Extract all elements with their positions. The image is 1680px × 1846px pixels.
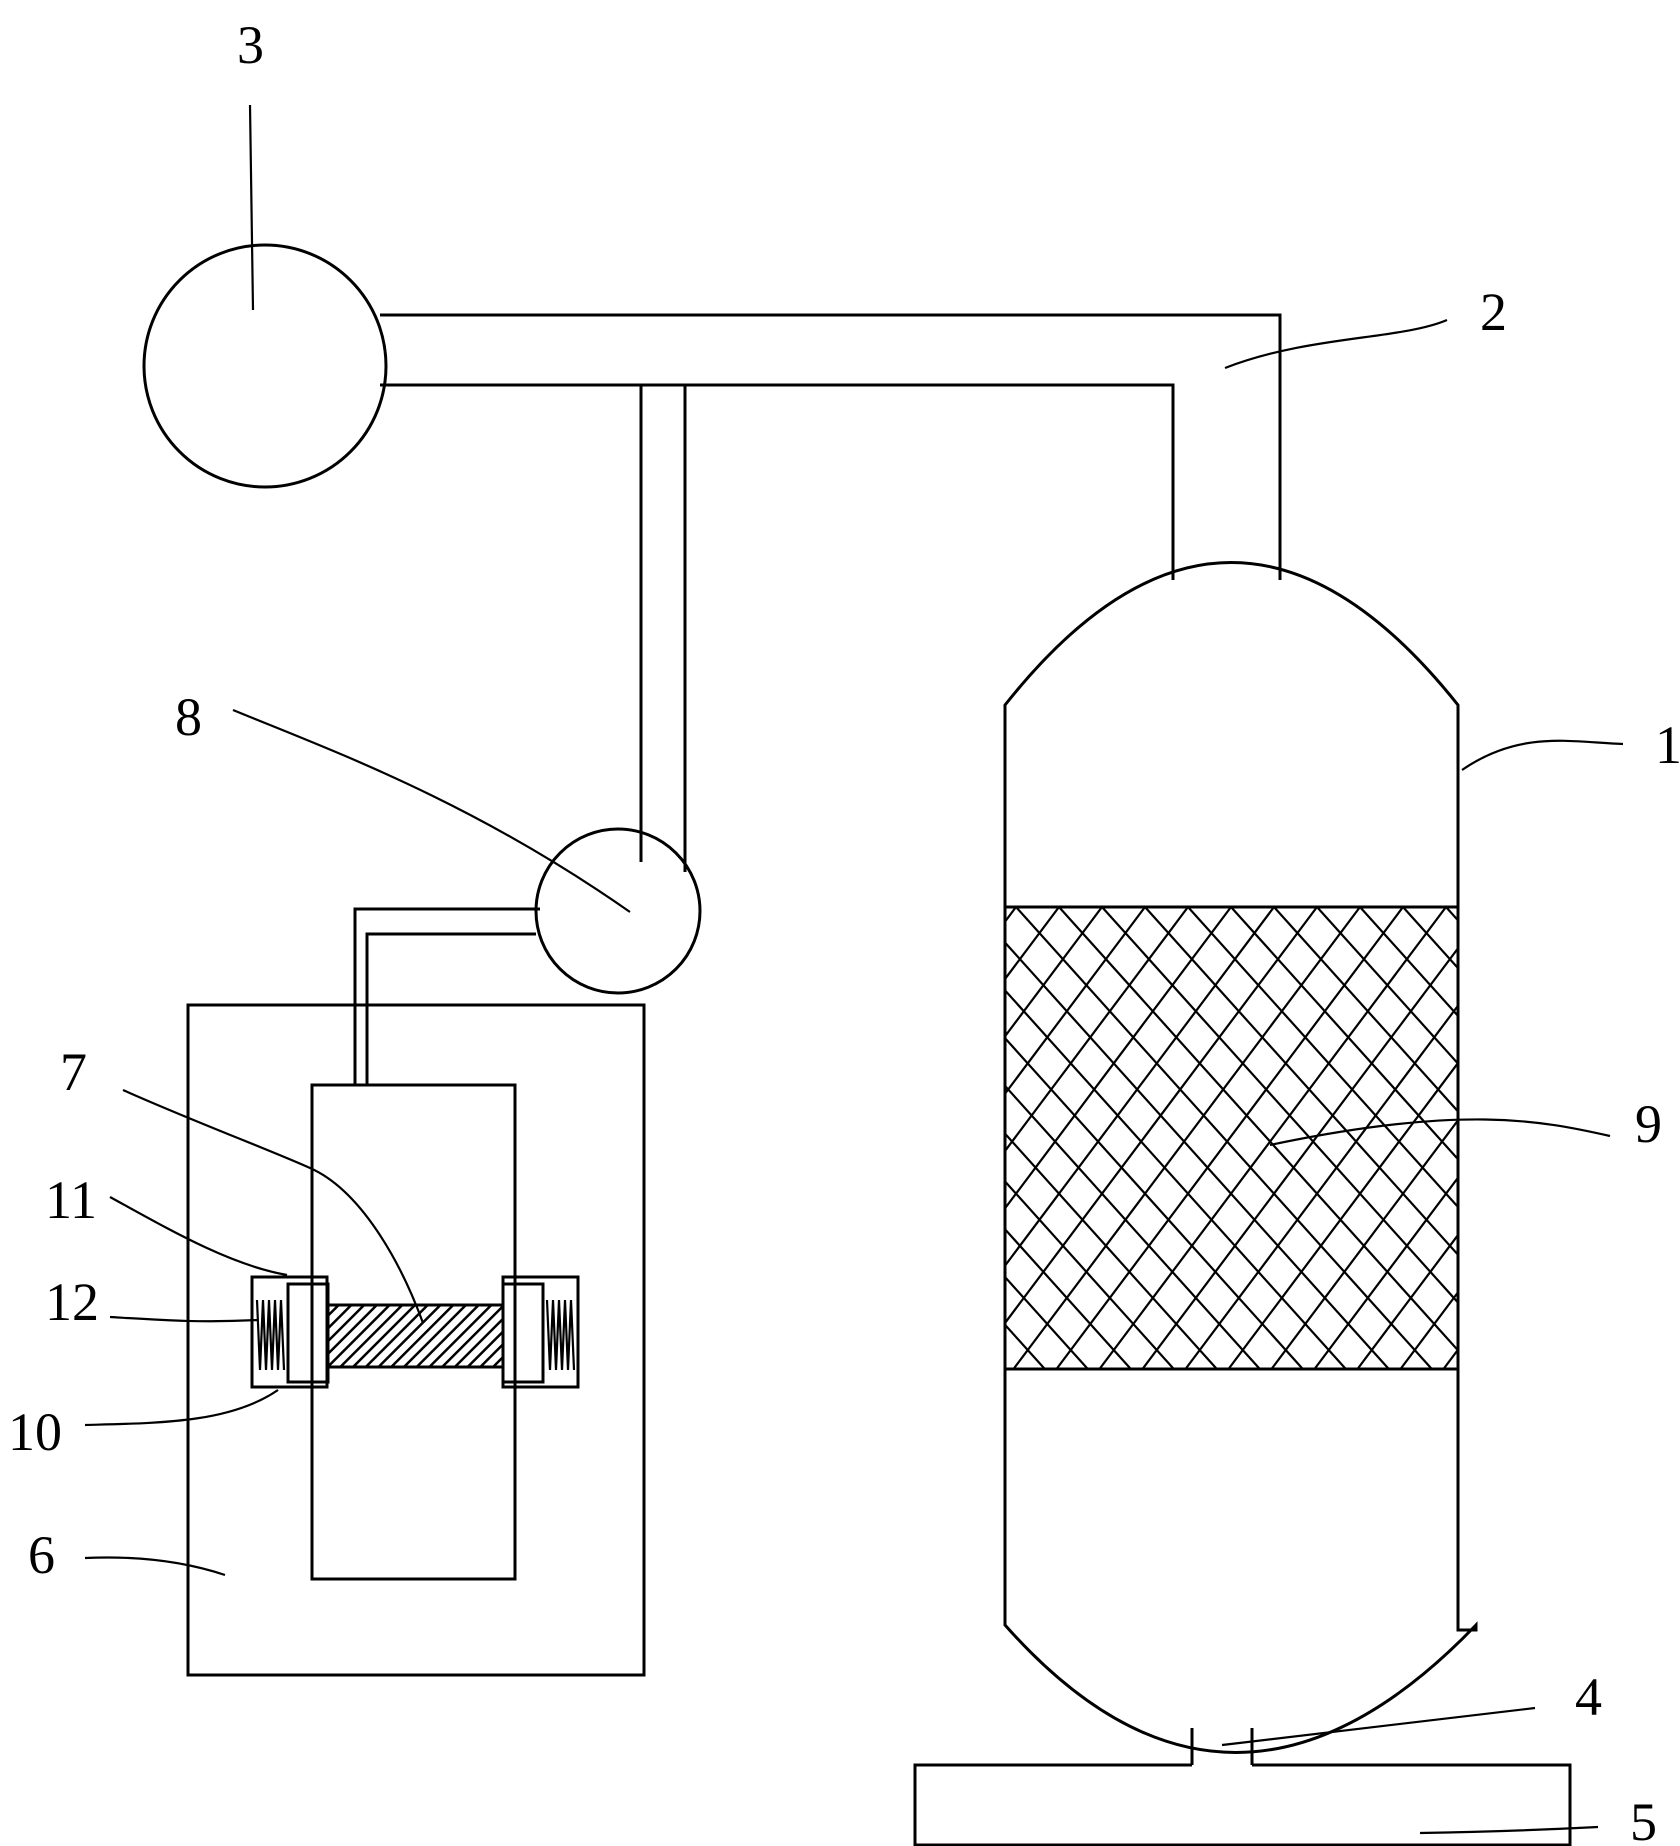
label-9: 9 <box>1635 1094 1662 1154</box>
leader-lines <box>84 104 1624 1835</box>
packing-line <box>1005 907 1060 981</box>
component-3-circle <box>142 243 388 489</box>
packing-line <box>541 907 888 1369</box>
packing-line <box>1141 946 1458 1369</box>
packing-line <box>584 907 931 1369</box>
packing-line <box>1184 1003 1458 1369</box>
small-pipe <box>353 907 540 1085</box>
packing-line <box>586 907 1002 1369</box>
label-10: 10 <box>8 1402 62 1462</box>
packing-line <box>1005 1323 1046 1369</box>
packing-line <box>1005 907 1189 1153</box>
packing-line <box>1005 1227 1132 1369</box>
label-7: 7 <box>60 1042 87 1102</box>
packing-line <box>1005 988 1347 1369</box>
packing-line <box>1055 907 1404 1369</box>
packing-line <box>412 907 759 1369</box>
packing-line <box>1359 907 1458 1018</box>
packing-line <box>543 907 959 1369</box>
label-2: 2 <box>1480 282 1507 342</box>
label-3: 3 <box>237 15 264 75</box>
label-8: 8 <box>175 687 202 747</box>
packing-line <box>1273 907 1458 1114</box>
packing-line <box>1270 1118 1458 1369</box>
packing-line <box>1316 907 1458 1066</box>
packing-line <box>1144 907 1458 1257</box>
inner-vessel <box>310 1083 517 1581</box>
component-4-neck <box>1190 1728 1254 1765</box>
packing-line <box>1015 907 1433 1369</box>
packing-line <box>1661 907 1680 1369</box>
label-4: 4 <box>1575 1667 1602 1727</box>
packing-line <box>1575 907 1680 1369</box>
packing-line <box>1005 907 1017 924</box>
packing-line <box>1187 907 1458 1209</box>
packing-line <box>1005 1132 1218 1369</box>
packing-line <box>1313 1175 1458 1369</box>
packing-line <box>197 907 544 1369</box>
packing-line <box>1227 1061 1458 1369</box>
component-1-vessel <box>1003 561 1478 1754</box>
packing-line <box>1005 940 1390 1369</box>
label-5: 5 <box>1630 1792 1657 1846</box>
packing-line <box>1005 1036 1304 1369</box>
packing-line <box>1005 907 1146 1096</box>
right-clamp <box>501 1275 580 1389</box>
packing-line <box>1005 1275 1089 1369</box>
packing-line <box>1012 907 1361 1369</box>
packing-line <box>326 907 673 1369</box>
packing-line <box>455 907 802 1369</box>
branch-pipe <box>639 385 687 872</box>
packing-line <box>1005 1179 1175 1369</box>
packing-line <box>1005 907 1275 1268</box>
packing-line <box>1230 907 1458 1161</box>
label-12: 12 <box>45 1272 99 1332</box>
component-7-bar <box>326 1303 505 1369</box>
packing-line <box>1058 907 1458 1352</box>
packing-line <box>1005 907 1318 1325</box>
component-5-base <box>913 1763 1572 1846</box>
component-6-box <box>186 1003 646 1677</box>
packing-line <box>1098 907 1447 1369</box>
packing-line <box>1356 1233 1458 1369</box>
left-clamp <box>250 1275 330 1389</box>
pipe-2 <box>380 313 1282 580</box>
label-11: 11 <box>45 1170 97 1230</box>
packing-line <box>498 907 845 1369</box>
label-1: 1 <box>1655 715 1680 775</box>
packing-line <box>627 907 974 1369</box>
packing-line <box>1005 907 1103 1039</box>
component-8-circle <box>534 827 702 995</box>
packing-line <box>1573 907 1680 1369</box>
packing-line <box>1005 907 1232 1211</box>
packing-line <box>1005 1084 1261 1369</box>
component-9-packing <box>197 905 1680 1371</box>
label-6: 6 <box>28 1525 55 1585</box>
